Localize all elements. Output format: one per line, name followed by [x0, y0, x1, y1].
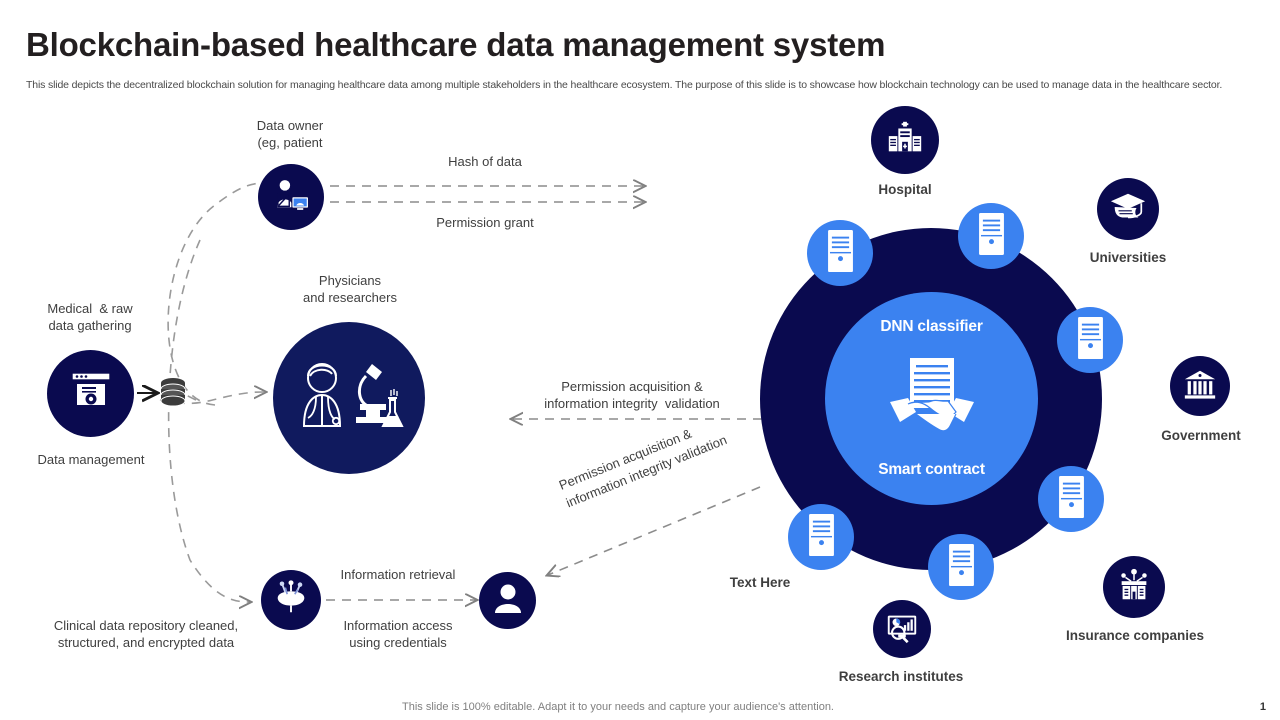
node-right[interactable] [1057, 307, 1123, 373]
curve-to-physicians [159, 392, 265, 405]
insurance-network-icon [1115, 566, 1153, 609]
stakeholder-hospital[interactable] [871, 106, 939, 174]
node-top-left[interactable] [807, 220, 873, 286]
data-encryption-icon [272, 579, 310, 622]
data-management-node[interactable] [47, 350, 134, 437]
node-bottom-left[interactable] [788, 504, 854, 570]
stakeholder-research-label: Research institutes [838, 669, 964, 684]
data-owner-node[interactable] [258, 164, 324, 230]
server-tower-icon [1077, 316, 1104, 365]
server-tower-icon [1058, 475, 1085, 524]
server-tower-icon [808, 513, 835, 562]
physicians-label: Physicians and researchers [303, 273, 397, 305]
stakeholder-universities-label: Universities [1089, 250, 1167, 265]
user-avatar-icon [491, 581, 525, 620]
stakeholder-insurance-label: Insurance companies [1065, 628, 1205, 643]
hospital-building-icon [885, 118, 925, 163]
hash-of-data-label: Hash of data [448, 154, 522, 169]
server-tower-icon [978, 212, 1005, 261]
server-tower-icon [948, 543, 975, 592]
patient-monitor-icon [270, 174, 312, 221]
arrow-permission-acquisition-diagonal [548, 486, 761, 575]
clinical-repository-node[interactable] [261, 570, 321, 630]
permission-acquisition-label: Permission acquisition & information int… [544, 379, 720, 411]
medical-data-gathering-label: Medical & raw data gathering [47, 301, 133, 333]
page-subtitle: This slide depicts the decentralized blo… [26, 79, 1223, 91]
browser-document-gear-icon [64, 364, 118, 423]
database-icon [158, 376, 188, 410]
stakeholder-government[interactable] [1170, 356, 1230, 416]
permission-grant-label: Permission grant [436, 215, 534, 230]
node-bottom-right[interactable] [1038, 466, 1104, 532]
stakeholder-insurance[interactable] [1103, 556, 1165, 618]
footer-note: This slide is 100% editable. Adapt it to… [402, 701, 834, 713]
curve-to-clinical-repo [167, 239, 250, 602]
stakeholder-government-label: Government [1161, 428, 1241, 443]
graduation-cap-icon [1109, 188, 1147, 231]
stakeholder-universities[interactable] [1097, 178, 1159, 240]
page-title: Blockchain-based healthcare data managem… [26, 26, 886, 63]
data-management-label: Data management [37, 452, 145, 467]
research-chart-search-icon [884, 609, 920, 650]
clinical-repository-label: Clinical data repository cleaned, struct… [53, 618, 239, 650]
page-number: 1 [1259, 701, 1266, 713]
dnn-classifier-label: DNN classifier [880, 318, 983, 335]
contract-handshake-icon [886, 356, 978, 443]
physicians-node[interactable] [273, 322, 425, 474]
information-retrieval-label: Information retrieval [340, 567, 456, 582]
curve-dataowner [167, 182, 263, 406]
stakeholder-hospital-label: Hospital [878, 182, 932, 197]
smart-contract-core[interactable]: DNN classifier Smart contract [825, 292, 1038, 505]
government-bank-icon [1182, 366, 1218, 407]
stakeholder-research[interactable] [873, 600, 931, 658]
server-tower-icon [827, 229, 854, 278]
text-here-label: Text Here [729, 575, 791, 590]
smart-contract-label: Smart contract [878, 461, 985, 478]
user-node[interactable] [479, 572, 536, 629]
node-bottom[interactable] [928, 534, 994, 600]
data-owner-label: Data owner (eg, patient [256, 118, 324, 150]
doctor-microscope-icon [294, 354, 404, 443]
information-access-label: Information access using credentials [343, 618, 453, 650]
node-top-right[interactable] [958, 203, 1024, 269]
